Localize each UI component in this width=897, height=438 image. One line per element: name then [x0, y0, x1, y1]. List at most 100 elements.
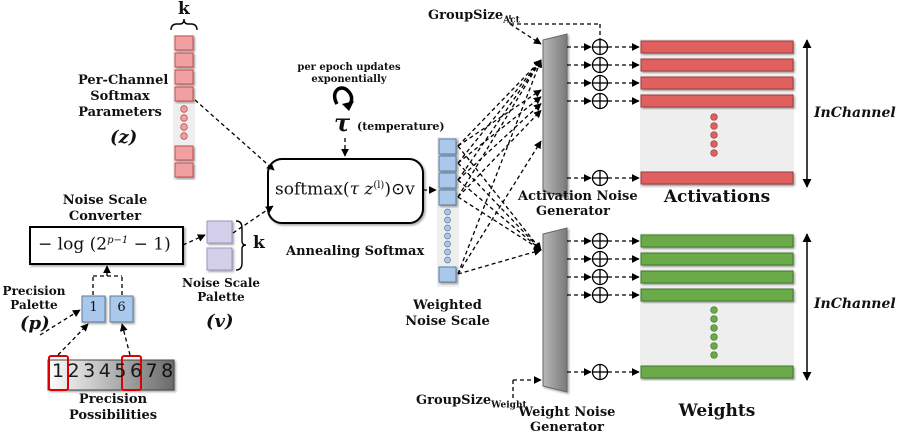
groupsize-act-sub: Act [503, 15, 520, 26]
adder-wt-0 [591, 232, 609, 250]
precision-digit-1: 1 [51, 360, 65, 382]
temperature-update-note: per epoch updates exponentially [294, 62, 404, 86]
dashed-connector-36 [457, 89, 542, 147]
precision-digit-3: 3 [83, 360, 96, 382]
precision-digit-4: 4 [98, 360, 111, 382]
precision-palette-title-line2: Palette [10, 298, 58, 312]
annealing-label: Annealing Softmax [286, 244, 425, 259]
dashed-connector-35 [457, 248, 542, 275]
selected-precision-6 [121, 355, 142, 391]
softmax-params-symbol: (z) [110, 127, 138, 148]
dashed-connector-51 [119, 323, 131, 356]
tau-label: (temperature) [357, 120, 445, 133]
temperature-update-line2: exponentially [311, 74, 387, 85]
activations-label: Activations [663, 187, 771, 207]
precision-possibilities-title: Precision Possibilities [58, 392, 168, 424]
softmax-params-title-line1: Per-Channel [78, 73, 169, 88]
activation-generator-title: Activation Noise Generator [518, 189, 638, 219]
noise-palette-boxes [206, 220, 247, 271]
groupsize-act-text: GroupSize [428, 8, 504, 23]
precision-possibilities-title-line1: Precision [78, 392, 148, 407]
precision-palette-title-line1: Precision [2, 284, 66, 298]
dashed-connector-26 [457, 59, 542, 147]
softmax-k-label: k [178, 0, 190, 19]
dashed-connector-33 [457, 196, 542, 251]
noise-palette-k-label: k [253, 233, 265, 253]
activation-generator-title-line2: Generator [536, 204, 610, 219]
precision-possibilities-title-line2: Possibilities [68, 408, 158, 423]
dashed-connector-37 [457, 96, 542, 164]
noise-converter-box [29, 226, 184, 265]
inchannel-act-label: InChannel [814, 105, 896, 121]
dashed-connector-41 [194, 99, 275, 171]
noise-palette-symbol: (v) [206, 311, 234, 332]
tau-symbol: τ [334, 108, 351, 137]
weights-panel [640, 233, 794, 381]
adder-wt-4 [591, 363, 609, 381]
weight-generator-title-line1: Weight Noise [518, 405, 616, 420]
dashed-connector-32 [457, 59, 542, 198]
k-brace-top [170, 18, 198, 31]
noise-converter-title-line1: Noise Scale [62, 193, 148, 208]
inchannel-wt-label: InChannel [814, 296, 896, 312]
noise-converter-title: Noise Scale Converter [55, 193, 155, 225]
temperature-cycle-arrowhead [342, 101, 354, 111]
precision-digit-5: 5 [114, 360, 127, 382]
precision-palette-boxes [81, 295, 134, 323]
adder-act-4 [591, 169, 609, 187]
dashed-connector-29 [457, 162, 542, 251]
precision-palette-symbol: (p) [20, 313, 50, 334]
activation-noise-generator [542, 33, 568, 198]
groupsize-weight-sub: Weight [491, 400, 527, 411]
adder-wt-3 [591, 286, 609, 304]
groupsize-act-label: GroupSizeAct [428, 8, 520, 26]
dashed-connector-34 [457, 59, 543, 275]
noise-converter-formula-post: − 1) [128, 234, 171, 255]
activations-panel [640, 39, 794, 188]
precision-palette-title: Precision Palette [2, 284, 66, 312]
weighted-noise-title: Weighted Noise Scale [400, 298, 495, 330]
weighted-noise-column [437, 137, 459, 287]
precision-possibilities-bar [47, 355, 175, 391]
annealing-formula-end: )⊙v [384, 179, 415, 200]
softmax-parameters-column [170, 18, 198, 180]
weight-noise-generator [542, 227, 568, 393]
dashed-connector-42 [232, 205, 274, 234]
adder-act-3 [591, 92, 609, 110]
dashed-connector-23 [509, 23, 542, 45]
adder-act-2 [591, 74, 609, 92]
weight-generator-title: Weight Noise Generator [512, 405, 622, 435]
precision-palette-value-1: 1 [89, 300, 98, 315]
noise-converter-formula: − log (2p−1 − 1) [38, 235, 171, 254]
groupsize-weight-text: GroupSize [416, 393, 492, 408]
annealing-formula-sup: (l) [373, 180, 385, 191]
precision-digit-6: 6 [129, 360, 143, 382]
noise-converter-formula-pre: − log (2 [38, 234, 108, 255]
weighted-noise-title-line1: Weighted [413, 298, 482, 313]
dashed-connector-45 [182, 234, 206, 246]
adder-act-0 [591, 38, 609, 56]
adder-act-1 [591, 56, 609, 74]
temperature-update-line1: per epoch updates [297, 62, 401, 73]
annealing-formula: softmax(τ z(l))⊙v [275, 180, 415, 199]
k-brace-right [235, 220, 247, 271]
dashed-connector-27 [457, 145, 542, 251]
annealing-formula-main: softmax( [275, 179, 350, 200]
selected-precision-1 [48, 355, 69, 391]
weight-generator-title-line2: Generator [530, 420, 604, 435]
softmax-params-title-line2: Softmax [90, 89, 150, 104]
activation-generator-title-line1: Activation Noise [518, 189, 638, 204]
noise-palette-title-line1: Noise Scale [181, 276, 261, 290]
precision-digit-2: 2 [67, 360, 80, 382]
precision-digit-8: 8 [161, 360, 174, 382]
precision-digit-7: 7 [145, 360, 158, 382]
precision-palette-value-2: 6 [117, 300, 126, 315]
adder-wt-2 [591, 268, 609, 286]
dashed-connector-50 [57, 323, 89, 356]
softmax-param-dots [180, 105, 188, 140]
weighted-noise-title-line2: Noise Scale [405, 314, 490, 329]
dashed-connector-28 [457, 59, 542, 164]
dashed-connector-52 [39, 309, 81, 336]
annealing-formula-tau: τ z [349, 179, 374, 200]
